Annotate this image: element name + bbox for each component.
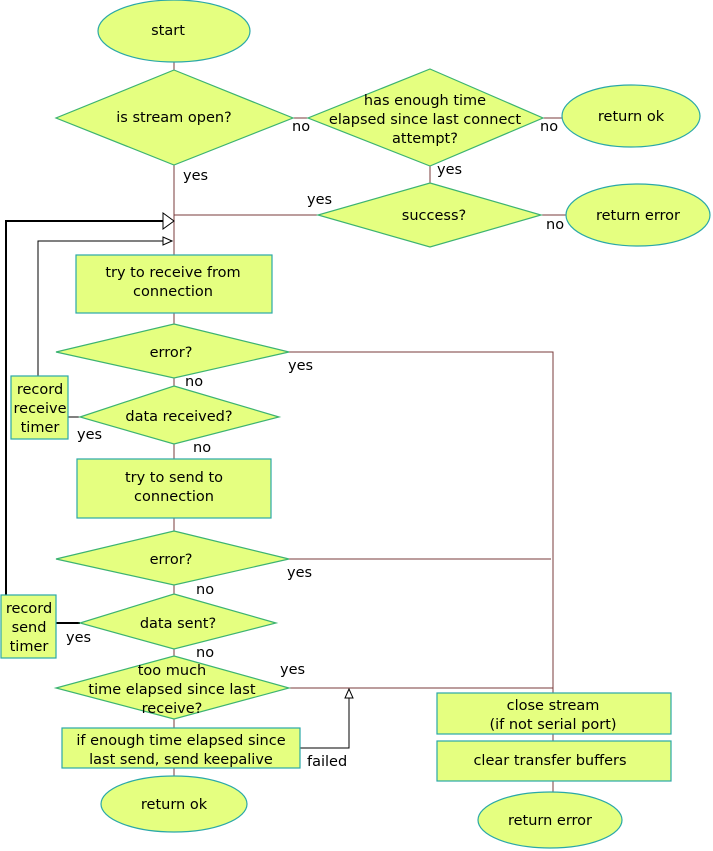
error1-label: error? bbox=[150, 345, 193, 361]
data-sent-diamond bbox=[77, 593, 279, 650]
return-error-top-node bbox=[565, 183, 711, 247]
success-no-label: no bbox=[546, 217, 564, 233]
error2-diamond bbox=[55, 530, 290, 586]
close-stream-label-1: close stream bbox=[507, 698, 600, 714]
data-received-diamond bbox=[77, 385, 282, 445]
success-diamond bbox=[315, 182, 544, 248]
node-text: start is stream open? has enough time el… bbox=[6, 23, 680, 829]
start-label: start bbox=[151, 23, 185, 39]
keepalive-box bbox=[61, 727, 301, 769]
data-received-no-label: no bbox=[193, 440, 211, 456]
arrow-send-loop-icon bbox=[162, 212, 175, 230]
data-sent-label: data sent? bbox=[140, 616, 216, 632]
record-receive-label-2: receive bbox=[14, 401, 67, 417]
error1-no-label: no bbox=[185, 374, 203, 390]
return-ok-bottom-label: return ok bbox=[141, 797, 208, 813]
error2-no-label: no bbox=[196, 582, 214, 598]
error1-yes-label: yes bbox=[288, 358, 313, 374]
success-label: success? bbox=[402, 208, 466, 224]
arrowheads bbox=[162, 212, 354, 699]
data-sent-no-label: no bbox=[196, 645, 214, 661]
clear-buffers-box bbox=[436, 740, 672, 782]
try-receive-box bbox=[75, 254, 273, 314]
clear-buffers-label: clear transfer buffers bbox=[473, 753, 626, 769]
record-send-label-2: send bbox=[12, 620, 47, 636]
return-error-bottom-node bbox=[477, 791, 623, 849]
line-record-receive-loop bbox=[37, 240, 166, 376]
data-received-yes-label: yes bbox=[77, 427, 102, 443]
stream-open-diamond bbox=[54, 69, 295, 166]
too-much-time-label-1: too much bbox=[138, 663, 207, 679]
error2-label: error? bbox=[150, 552, 193, 568]
enough-time-diamond bbox=[306, 68, 545, 167]
record-send-label-1: record bbox=[6, 601, 52, 617]
close-stream-label-2: (if not serial port) bbox=[489, 717, 616, 733]
return-error-bottom-label: return error bbox=[508, 813, 592, 829]
data-sent-yes-label: yes bbox=[66, 630, 91, 646]
success-yes-label: yes bbox=[307, 192, 332, 208]
try-receive-label-1: try to receive from bbox=[105, 265, 240, 281]
arrow-receive-loop-icon bbox=[162, 236, 174, 246]
enough-time-label-3: attempt? bbox=[392, 131, 458, 147]
keepalive-failed-label: failed bbox=[307, 754, 347, 770]
try-receive-label-2: connection bbox=[133, 284, 213, 300]
try-send-label-1: try to send to bbox=[125, 470, 223, 486]
close-stream-box bbox=[436, 692, 672, 735]
return-ok-top-label: return ok bbox=[598, 109, 665, 125]
record-receive-box bbox=[10, 375, 69, 440]
arrow-keepalive-icon bbox=[344, 687, 354, 699]
try-send-box bbox=[76, 458, 272, 519]
line-record-send-loop bbox=[5, 220, 166, 595]
return-ok-bottom-node bbox=[100, 775, 248, 833]
return-ok-top-node bbox=[561, 84, 701, 148]
line-error1-yes bbox=[289, 351, 554, 693]
record-receive-label-3: timer bbox=[21, 420, 60, 436]
return-error-top-label: return error bbox=[596, 208, 680, 224]
enough-time-label-2: elapsed since last connect bbox=[329, 112, 521, 128]
too-much-time-label-2: time elapsed since last bbox=[88, 682, 255, 698]
too-much-time-diamond bbox=[53, 655, 292, 720]
error1-diamond bbox=[55, 323, 290, 379]
stream-open-label: is stream open? bbox=[116, 110, 232, 126]
keepalive-label-2: last send, send keepalive bbox=[89, 752, 273, 768]
try-send-label-2: connection bbox=[134, 489, 214, 505]
enough-time-label-1: has enough time bbox=[364, 93, 486, 109]
record-receive-label-1: record bbox=[17, 382, 63, 398]
stream-open-no-label: no bbox=[292, 119, 310, 135]
record-send-box bbox=[0, 594, 57, 659]
start-node bbox=[97, 0, 251, 63]
too-much-yes-label: yes bbox=[280, 662, 305, 678]
enough-time-yes-label: yes bbox=[437, 162, 462, 178]
data-received-label: data received? bbox=[125, 409, 232, 425]
too-much-time-label-3: receive? bbox=[142, 701, 203, 717]
error2-yes-label: yes bbox=[287, 565, 312, 581]
record-send-label-3: timer bbox=[10, 639, 49, 655]
connectors bbox=[5, 62, 567, 795]
stream-open-yes-label: yes bbox=[183, 168, 208, 184]
enough-time-no-label: no bbox=[540, 119, 558, 135]
edge-labels: no yes no yes yes no yes no yes no yes n… bbox=[66, 119, 564, 770]
keepalive-label-1: if enough time elapsed since bbox=[76, 733, 285, 749]
line-keepalive-failed bbox=[300, 696, 350, 749]
